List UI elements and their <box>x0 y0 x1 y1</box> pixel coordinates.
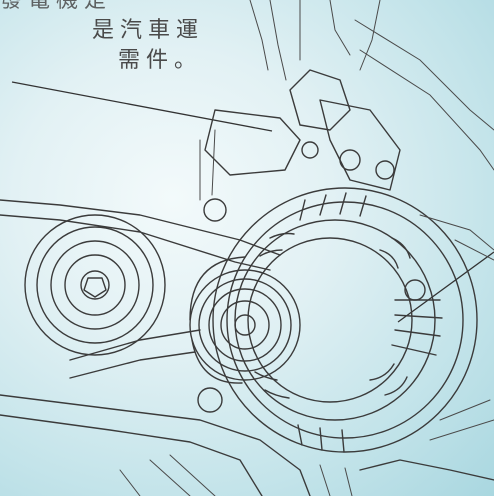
caption-line-2: 是汽車運 <box>92 18 205 43</box>
callout-leader-line <box>11 81 273 132</box>
alternator-body <box>197 187 494 453</box>
caption-line-3: 需件。 <box>118 48 203 73</box>
caption-line-1: 發電機是 <box>0 0 113 13</box>
caption-text: 發電機是 是汽車運 需件。 <box>0 0 204 76</box>
engine-frame-lines <box>199 0 494 201</box>
left-pulley <box>24 214 166 356</box>
callout-leader-line-right <box>397 251 494 323</box>
alternator-pulley <box>189 256 301 384</box>
lower-bracket <box>0 394 494 496</box>
